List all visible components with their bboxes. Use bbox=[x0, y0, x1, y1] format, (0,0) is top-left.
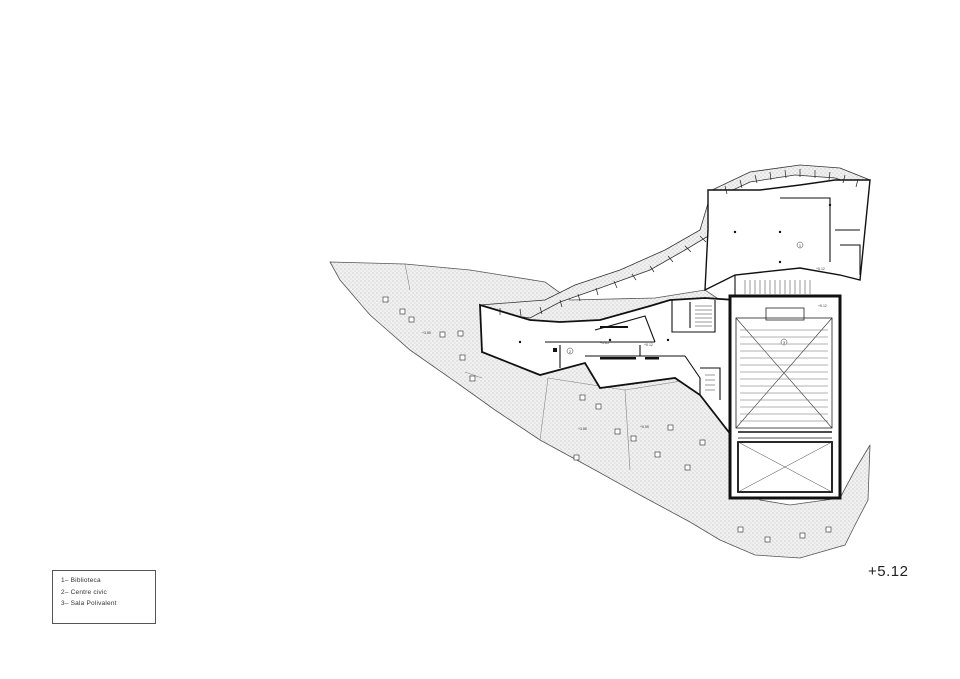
legend-box: 1– Biblioteca 2– Centre civic 3– Sala Po… bbox=[52, 570, 156, 624]
planter-squares bbox=[382, 296, 832, 543]
facade-fins bbox=[499, 169, 859, 317]
annotation-level-4: +5.12 bbox=[816, 267, 825, 271]
seating-rows bbox=[740, 329, 828, 422]
room-number-3: 3 bbox=[783, 340, 786, 345]
auditorium bbox=[728, 294, 842, 500]
room-number-2: 2 bbox=[569, 349, 572, 354]
room-number-markers: 1 2 3 bbox=[566, 241, 804, 355]
corridor-furniture bbox=[553, 326, 659, 360]
structural-columns bbox=[518, 203, 832, 344]
interior-partitions bbox=[545, 197, 861, 400]
annotation-level-7: +3.85 bbox=[600, 341, 609, 345]
room-number-1: 1 bbox=[799, 243, 802, 248]
annotation-level-6: +5.55 bbox=[640, 425, 649, 429]
legend-item-sala-polivalent: 3– Sala Polivalent bbox=[61, 600, 117, 607]
annotation-level-5: +5.12 bbox=[818, 304, 827, 308]
building-walls bbox=[479, 179, 871, 443]
stairs bbox=[695, 280, 811, 391]
paving-joints bbox=[404, 263, 701, 471]
floor-level-label: +5.12 bbox=[868, 563, 909, 580]
annotation-level-3: +5.12 bbox=[644, 343, 653, 347]
level-annotations: +3.85 +3.85 +5.12 +5.12 +5.12 +5.55 +3.8… bbox=[422, 267, 827, 431]
legend-item-biblioteca: 1– Biblioteca bbox=[61, 577, 101, 584]
legend-item-centre-civic: 2– Centre civic bbox=[61, 588, 107, 596]
annotation-level-1: +3.85 bbox=[422, 331, 431, 335]
annotation-level-2: +3.85 bbox=[578, 427, 587, 431]
